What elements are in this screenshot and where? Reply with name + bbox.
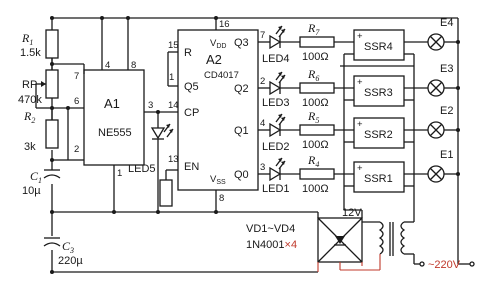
rp-value: 470k bbox=[18, 94, 42, 106]
led2-label: LED2 bbox=[262, 141, 290, 153]
svg-text:+: + bbox=[357, 119, 363, 130]
ssr1-label: SSR1 bbox=[364, 173, 393, 185]
led4-label: LED4 bbox=[262, 53, 290, 65]
svg-text:Q1: Q1 bbox=[234, 125, 249, 137]
svg-text:4: 4 bbox=[105, 60, 110, 71]
bridge-rectifier bbox=[317, 200, 380, 272]
rp-name: RP bbox=[22, 79, 37, 91]
svg-text:1: 1 bbox=[117, 168, 122, 179]
channel-3 bbox=[258, 75, 458, 107]
svg-text:13: 13 bbox=[168, 154, 179, 165]
ssr-common bbox=[340, 18, 460, 264]
channel-4 bbox=[258, 29, 458, 61]
svg-text:R1: R1 bbox=[21, 31, 33, 47]
left-bus bbox=[51, 17, 458, 273]
lamp-e3-label: E3 bbox=[440, 63, 453, 75]
led1-label: LED1 bbox=[262, 183, 290, 195]
capacitor-c3: C3 220µ bbox=[43, 237, 83, 267]
svg-text:EN: EN bbox=[184, 161, 199, 173]
svg-text:+: + bbox=[357, 77, 363, 88]
svg-text:+: + bbox=[357, 163, 363, 174]
ssr3-label: SSR3 bbox=[364, 87, 393, 99]
resistor-r1: R1 1.5k bbox=[20, 29, 59, 59]
r1-value: 1.5k bbox=[20, 47, 41, 59]
svg-text:CP: CP bbox=[184, 107, 199, 119]
svg-text:2: 2 bbox=[260, 76, 265, 87]
svg-text:R7: R7 bbox=[307, 21, 320, 37]
svg-text:R2: R2 bbox=[23, 109, 35, 125]
svg-text:16: 16 bbox=[219, 19, 230, 30]
svg-text:100Ω: 100Ω bbox=[302, 97, 329, 109]
svg-text:C3: C3 bbox=[62, 239, 74, 255]
svg-text:Q0: Q0 bbox=[234, 169, 249, 181]
svg-text:R6: R6 bbox=[307, 67, 319, 83]
enable-resistor bbox=[159, 169, 178, 207]
svg-text:R: R bbox=[184, 47, 192, 59]
r4-label: R4 100Ω bbox=[302, 153, 329, 195]
led5-label: LED5 bbox=[128, 163, 156, 175]
svg-text:1: 1 bbox=[169, 72, 174, 83]
svg-text:15: 15 bbox=[168, 40, 179, 51]
led5-indicator: LED5 bbox=[128, 110, 174, 214]
lamp-e1-label: E1 bbox=[440, 149, 453, 161]
r5-label: R5 100Ω bbox=[302, 109, 329, 151]
channel-2 bbox=[258, 117, 458, 149]
svg-text:1N4001×4: 1N4001×4 bbox=[246, 239, 297, 251]
r7-label: R7 100Ω bbox=[302, 21, 329, 63]
svg-text:VDD: VDD bbox=[210, 38, 226, 50]
resistor-r2: R2 3k bbox=[23, 109, 59, 153]
rectifier-label: VD1~VD4 1N4001×4 bbox=[246, 223, 297, 251]
transformer-secondary-label: 12V bbox=[342, 207, 362, 219]
svg-text:VD1~VD4: VD1~VD4 bbox=[246, 223, 295, 235]
capacitor-c1: C1 10µ bbox=[22, 169, 61, 197]
svg-text:7: 7 bbox=[260, 30, 265, 41]
a1-part: NE555 bbox=[98, 127, 132, 139]
svg-text:8: 8 bbox=[131, 60, 136, 71]
svg-text:R5: R5 bbox=[307, 109, 319, 125]
svg-text:100Ω: 100Ω bbox=[302, 183, 329, 195]
svg-text:2: 2 bbox=[74, 144, 79, 155]
svg-text:3: 3 bbox=[148, 100, 153, 111]
ic-a1-ne555: A1 NE555 4 8 7 6 2 1 3 bbox=[50, 16, 178, 214]
svg-text:Q5: Q5 bbox=[184, 81, 199, 93]
led3-label: LED3 bbox=[262, 97, 290, 109]
lamp-e4-label: E4 bbox=[440, 17, 453, 29]
svg-text:100Ω: 100Ω bbox=[302, 51, 329, 63]
a1-name: A1 bbox=[104, 96, 120, 111]
svg-text:+: + bbox=[357, 31, 363, 42]
ssr4-label: SSR4 bbox=[364, 41, 393, 53]
a2-part: CD4017 bbox=[204, 70, 239, 81]
svg-text:7: 7 bbox=[74, 71, 79, 82]
transformer: 12V ~220V bbox=[342, 200, 475, 271]
channel-1 bbox=[258, 161, 458, 193]
svg-text:100Ω: 100Ω bbox=[302, 139, 329, 151]
svg-text:3: 3 bbox=[260, 162, 265, 173]
a2-name: A2 bbox=[206, 52, 222, 67]
svg-text:R4: R4 bbox=[307, 153, 319, 169]
r6-label: R6 100Ω bbox=[302, 67, 329, 109]
c3-value: 220µ bbox=[58, 255, 83, 267]
ssr2-label: SSR2 bbox=[364, 129, 393, 141]
mains-label: ~220V bbox=[428, 259, 461, 271]
svg-text:Q3: Q3 bbox=[234, 37, 249, 49]
svg-text:6: 6 bbox=[74, 96, 79, 107]
svg-text:C1: C1 bbox=[30, 169, 42, 185]
svg-text:8: 8 bbox=[219, 193, 224, 204]
svg-text:Q2: Q2 bbox=[234, 83, 249, 95]
c1-value: 10µ bbox=[22, 185, 41, 197]
r2-value: 3k bbox=[24, 141, 36, 153]
ic-a2-cd4017: A2 CD4017 VDD VSS 16 R Q5 15 1 CP 14 EN … bbox=[167, 16, 265, 214]
lamp-e2-label: E2 bbox=[440, 105, 453, 117]
led-arrows bbox=[275, 25, 286, 170]
svg-text:4: 4 bbox=[260, 118, 265, 129]
svg-text:14: 14 bbox=[168, 100, 179, 111]
svg-text:VSS: VSS bbox=[210, 174, 226, 186]
